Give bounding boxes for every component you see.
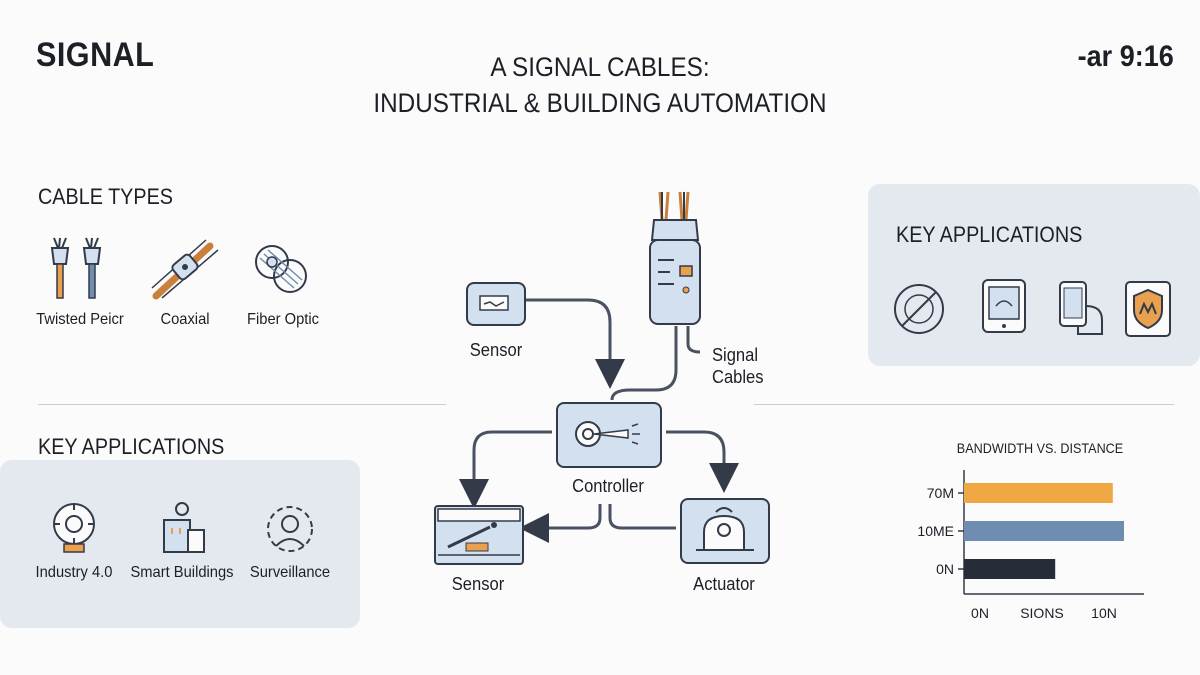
sensor-top-label: Sensor (469, 340, 523, 360)
cable-type-label-twisted: Twisted Peicr (36, 311, 124, 328)
coaxial-icon (148, 238, 222, 300)
signal-cable-connector (640, 190, 710, 330)
chart-category-label: 70M (927, 485, 954, 501)
key-applications-right-title: KEY APPLICATIONS (896, 222, 1083, 247)
gauge-icon (892, 282, 946, 336)
chart-x-tick-label: 0N (971, 605, 989, 621)
camera-icon (264, 502, 316, 556)
chart-x-tick-label: SIONS (1020, 605, 1064, 621)
chart-bar (964, 521, 1124, 541)
page-title-line-1: A SIGNAL CABLES: (490, 52, 710, 82)
chart-title: BANDWIDTH VS. DISTANCE (956, 440, 1124, 456)
aspect-ratio-label: -ar 9:16 (1077, 40, 1174, 73)
actuator-label: Actuator (693, 574, 755, 594)
key-applications-left-title: KEY APPLICATIONS (38, 434, 225, 459)
phone-icon (1056, 280, 1108, 338)
actuator-node (680, 498, 770, 564)
sensor-probe-icon (437, 508, 521, 556)
chart-bar (964, 483, 1113, 503)
sensor-bottom-label: Sensor (451, 574, 505, 594)
chart-bar (964, 559, 1056, 579)
controller-node (556, 402, 662, 468)
sensor-icon (479, 295, 509, 311)
sensor-bottom-node (434, 505, 524, 565)
cable-type-label-coaxial: Coaxial (160, 311, 210, 328)
chart-category-label: 0N (936, 561, 954, 577)
cable-types-title: CABLE TYPES (38, 184, 173, 209)
application-label-industry: Industry 4.0 (35, 564, 113, 581)
factory-icon (48, 500, 100, 558)
chart-category-label: 10ME (917, 523, 954, 539)
controller-label: Controller (572, 476, 644, 496)
tablet-icon (980, 278, 1028, 336)
application-label-surveillance: Surveillance (249, 564, 331, 581)
page-title-line-2: INDUSTRIAL & BUILDING AUTOMATION (373, 88, 827, 118)
application-label-smart-buildings: Smart Buildings (130, 564, 234, 581)
shield-icon (1124, 280, 1172, 338)
sensor-top-node (466, 282, 526, 326)
corner-title: SIGNAL (36, 36, 155, 74)
right-divider (754, 404, 1174, 405)
signal-cables-label: Signal Cables (712, 345, 764, 387)
chart-x-tick-label: 10N (1091, 605, 1117, 621)
twisted-pair-icon (40, 236, 120, 304)
left-divider (38, 404, 446, 405)
fiber-optic-icon (250, 240, 314, 298)
actuator-icon (696, 507, 754, 551)
building-icon (158, 500, 208, 558)
cable-type-label-fiber: Fiber Optic (247, 311, 319, 328)
controller-icon (575, 421, 640, 447)
bandwidth-distance-chart: 70M 10ME 0N 0N SIONS 10N (917, 470, 1144, 621)
